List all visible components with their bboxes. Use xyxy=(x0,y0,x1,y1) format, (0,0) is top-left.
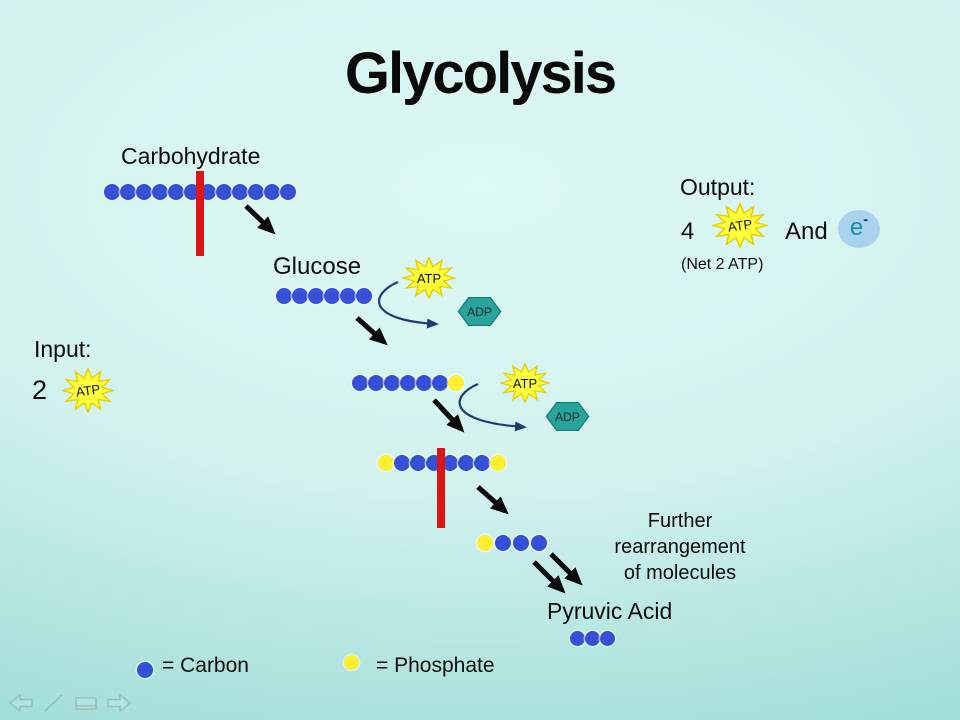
carbon-dot xyxy=(280,184,296,200)
carbon-dot xyxy=(600,631,615,646)
carbon-dot xyxy=(248,184,264,200)
carbon-dot xyxy=(474,455,490,471)
electron-badge: e- xyxy=(838,210,880,248)
carbon-dot xyxy=(276,288,292,304)
bond-break-bar-1 xyxy=(196,171,204,256)
carbon-dot xyxy=(264,184,280,200)
carbon-dot xyxy=(570,631,585,646)
carbon-dot xyxy=(416,375,432,391)
carbon-dot xyxy=(200,184,216,200)
carbon-dot xyxy=(513,535,529,551)
further-line1: Further xyxy=(647,510,713,532)
carbon-dot xyxy=(356,288,372,304)
legend-carbon-dot xyxy=(137,662,153,678)
arrow-to-pyruvic-1 xyxy=(532,560,566,594)
carbon-dot xyxy=(394,455,410,471)
carbohydrate-chain xyxy=(104,184,296,200)
glucose-chain xyxy=(276,288,372,304)
phosphate-dot xyxy=(378,455,394,471)
atp-label: ATP xyxy=(416,270,442,286)
adp-hexagon-step2: ADP xyxy=(545,401,590,432)
page-title: Glycolysis xyxy=(344,41,617,106)
carbon-dot xyxy=(292,288,308,304)
carbon-dot xyxy=(442,455,458,471)
carbon-dot xyxy=(324,288,340,304)
pen-icon[interactable] xyxy=(40,692,68,714)
carbon-dot xyxy=(168,184,184,200)
atp-burst-step1: ATP xyxy=(402,257,456,299)
carbon-dot xyxy=(531,535,547,551)
pyruvic-acid-chain xyxy=(570,631,615,646)
atp-label: ATP xyxy=(74,381,102,400)
hexagon-icon xyxy=(545,401,590,432)
carbon-dot xyxy=(368,375,384,391)
arrow-carbohydrate-to-glucose xyxy=(244,204,276,235)
slide-menu-icon[interactable] xyxy=(72,692,100,714)
electron-symbol: e xyxy=(849,214,864,241)
atp-burst-step2: ATP xyxy=(500,363,550,403)
arrow-glucose-to-phosphorylated xyxy=(355,316,388,346)
phosphate-dot xyxy=(448,375,464,391)
carbon-dot xyxy=(104,184,120,200)
further-line3: of molecules xyxy=(623,562,737,584)
carbon-dot xyxy=(410,455,426,471)
carbon-dot xyxy=(495,535,511,551)
atp-label: ATP xyxy=(726,216,754,235)
starburst-icon xyxy=(712,203,768,248)
carbon-dot xyxy=(432,375,448,391)
carbon-dot xyxy=(232,184,248,200)
carbon-dot xyxy=(458,455,474,471)
carbon-dot xyxy=(152,184,168,200)
carbon-dot xyxy=(136,184,152,200)
carbon-dot xyxy=(384,375,400,391)
starburst-icon xyxy=(62,368,114,413)
adp-hexagon-step1: ADP xyxy=(457,296,502,327)
carbon-dot xyxy=(352,375,368,391)
output-and-text: And xyxy=(785,218,828,245)
carbon-dot xyxy=(120,184,136,200)
atp-burst-output: ATP xyxy=(712,203,768,248)
bond-break-bar-2 xyxy=(437,448,445,528)
carbohydrate-label: Carbohydrate xyxy=(121,143,261,169)
carbon-dot xyxy=(585,631,600,646)
adp-label: ADP xyxy=(555,409,580,424)
atp-burst-input: ATP xyxy=(62,368,114,413)
phosphate-dot xyxy=(477,535,493,551)
carbon-dot xyxy=(308,288,324,304)
hexagon-icon xyxy=(457,296,502,327)
carbon-dot xyxy=(400,375,416,391)
glucose-label: Glucose xyxy=(273,253,362,280)
legend-phosphate-label: = Phosphate xyxy=(376,654,495,677)
carbon-dot xyxy=(216,184,232,200)
electron-sign: - xyxy=(863,211,869,228)
glucose-phosphate-chain xyxy=(352,375,464,391)
phosphate-dot xyxy=(490,455,506,471)
legend-phosphate-dot xyxy=(344,655,359,670)
arrow-to-pyruvic-2 xyxy=(549,552,583,586)
input-heading: Input: xyxy=(34,336,92,362)
fructose-bisphosphate-chain xyxy=(378,455,506,471)
forward-arrow-icon[interactable] xyxy=(104,692,132,714)
output-count: 4 xyxy=(681,218,695,245)
back-arrow-icon[interactable] xyxy=(8,692,36,714)
output-heading: Output: xyxy=(680,174,756,200)
atp-label: ATP xyxy=(512,375,538,391)
arrow-to-bisphosphate xyxy=(432,398,465,433)
pyruvic-acid-label: Pyruvic Acid xyxy=(547,598,673,624)
adp-label: ADP xyxy=(467,304,492,319)
triose-phosphate-chain xyxy=(477,535,549,551)
carbon-dot xyxy=(340,288,356,304)
legend-carbon-label: = Carbon xyxy=(162,654,249,677)
input-count: 2 xyxy=(32,375,48,405)
further-rearrangement-text: Further rearrangement of molecules xyxy=(595,508,765,586)
further-line2: rearrangement xyxy=(614,536,746,558)
starburst-icon xyxy=(402,257,456,299)
output-net-text: (Net 2 ATP) xyxy=(681,256,764,273)
arrow-split-to-triose xyxy=(476,485,509,515)
